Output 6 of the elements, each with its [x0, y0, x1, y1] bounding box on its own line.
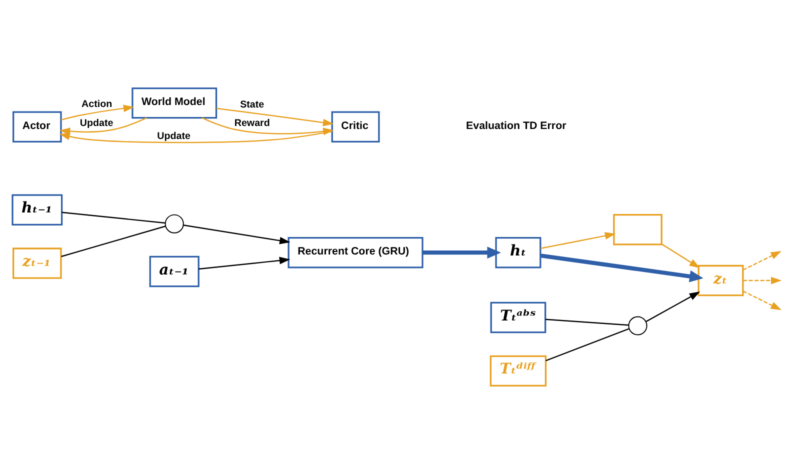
- edge-label: Update: [80, 117, 114, 128]
- label: Evaluation TD Error: [466, 119, 566, 132]
- edge-label: Action: [82, 98, 112, 110]
- edge-label: Update: [157, 130, 190, 142]
- edge-label: Reward: [234, 117, 270, 128]
- edge-label: State: [240, 99, 264, 110]
